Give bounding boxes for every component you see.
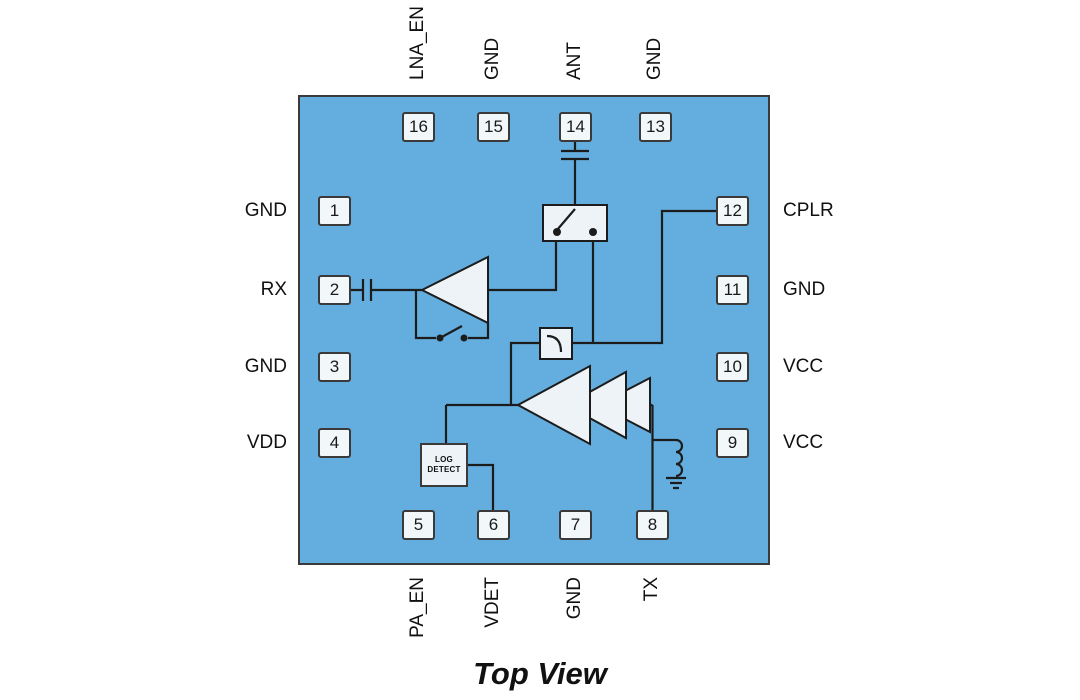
ant-series-capacitor — [561, 142, 589, 205]
directional-coupler — [539, 327, 573, 360]
lna-amplifier — [419, 255, 489, 325]
pin-2: 2 — [318, 275, 351, 305]
antenna-switch — [542, 204, 608, 242]
pin-7: 7 — [559, 510, 592, 540]
pin-2-label: RX — [260, 279, 287, 300]
pin-10: 10 — [716, 352, 749, 382]
lna-output-trace — [488, 241, 558, 292]
pin-8: 8 — [636, 510, 669, 540]
pin-12: 12 — [716, 196, 749, 226]
lna-bypass-switch — [414, 290, 490, 342]
pin-11: 11 — [716, 275, 749, 305]
ground-symbol — [666, 476, 686, 490]
pin-9: 9 — [716, 428, 749, 458]
log-detect-block: LOG DETECT — [420, 443, 468, 487]
pin-3-label: GND — [244, 356, 287, 377]
pa-output-trace — [444, 341, 540, 443]
pin-16-label: LNA_EN — [407, 6, 428, 80]
rx-coupling-capacitor — [351, 279, 422, 301]
pin-4: 4 — [318, 428, 351, 458]
chip-body — [298, 95, 770, 565]
pin-10-label: VCC — [783, 356, 824, 377]
pin-15: 15 — [477, 112, 510, 142]
figure-caption: Top View — [473, 656, 607, 691]
log-detect-label-line1: LOG — [435, 455, 453, 464]
pin-14: 14 — [559, 112, 592, 142]
vdet-trace — [468, 463, 495, 510]
pin-7-label: GND — [564, 577, 585, 620]
cplr-trace — [572, 209, 716, 345]
log-detect-label-line2: DETECT — [427, 465, 461, 474]
pin-4-label: VDD — [246, 432, 287, 453]
pa-amplifier — [515, 364, 651, 446]
pin-3: 3 — [318, 352, 351, 382]
pin-5: 5 — [402, 510, 435, 540]
pin-12-label: CPLR — [783, 200, 834, 221]
pin-11-label: GND — [783, 279, 826, 300]
pin-15-label: GND — [482, 37, 503, 80]
pin-6-label: VDET — [482, 577, 503, 628]
pin-5-label: PA_EN — [407, 577, 428, 638]
pin-13: 13 — [639, 112, 672, 142]
pin-9-label: VCC — [783, 432, 824, 453]
pin-6: 6 — [477, 510, 510, 540]
pin-8-label: TX — [641, 577, 662, 602]
shunt-inductor — [652, 438, 684, 478]
pin-14-label: ANT — [564, 42, 585, 80]
pin-16: 16 — [402, 112, 435, 142]
pin-1: 1 — [318, 196, 351, 226]
pin-1-label: GND — [244, 200, 287, 221]
pin-13-label: GND — [644, 37, 665, 80]
